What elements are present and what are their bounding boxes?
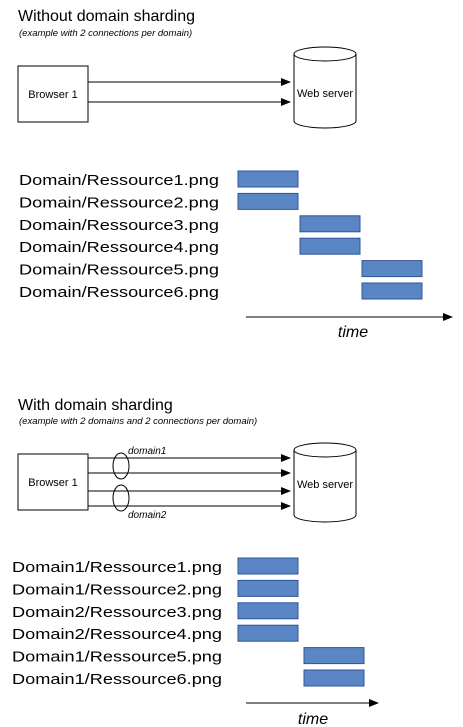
download-bar (303, 669, 365, 687)
server-cylinder-icon (293, 46, 357, 129)
download-bar (237, 170, 299, 188)
section1-subtitle: (example with 2 connections per domain) (19, 28, 192, 39)
resource-label: Domain1/Ressource1.png (12, 559, 222, 576)
section1-title: Without domain sharding (18, 8, 195, 25)
resource-label: Domain/Ressource4.png (19, 239, 219, 256)
resource-label: Domain1/Ressource2.png (12, 581, 222, 598)
browser-box (17, 453, 89, 511)
download-bar (299, 215, 361, 233)
download-bar (303, 647, 365, 665)
domain1-group-ellipse (112, 452, 130, 480)
download-bar (237, 557, 299, 575)
resource-label: Domain/Ressource5.png (19, 262, 219, 279)
resource-label: Domain/Ressource2.png (19, 194, 219, 211)
browser-label: Browser 1 (28, 477, 78, 489)
download-bar (299, 237, 361, 255)
time-label: time (298, 711, 328, 727)
section2-subtitle: (example with 2 domains and 2 connection… (19, 416, 257, 427)
section2-title: With domain sharding (18, 397, 173, 414)
domain2-label: domain2 (128, 510, 167, 521)
download-bar (237, 624, 299, 642)
download-bar (361, 260, 423, 278)
resource-label: Domain/Ressource1.png (19, 172, 219, 189)
domain1-label: domain1 (128, 446, 166, 457)
browser-label: Browser 1 (28, 89, 78, 101)
resource-label: Domain2/Ressource3.png (12, 604, 222, 621)
server-label: Web server (297, 88, 353, 100)
domain2-group-ellipse (112, 484, 130, 512)
resource-label: Domain/Ressource6.png (19, 284, 219, 301)
time-label: time (338, 324, 368, 341)
download-bar (237, 192, 299, 210)
resource-label: Domain/Ressource3.png (19, 217, 219, 234)
server-cylinder-icon (293, 442, 357, 523)
download-bar (361, 282, 423, 300)
download-bar (237, 579, 299, 597)
resource-label: Domain2/Ressource4.png (12, 626, 222, 643)
resource-label: Domain1/Ressource6.png (12, 671, 222, 688)
resource-label: Domain1/Ressource5.png (12, 649, 222, 666)
download-bar (237, 602, 299, 620)
server-label: Web server (297, 479, 353, 491)
browser-box (17, 65, 89, 123)
